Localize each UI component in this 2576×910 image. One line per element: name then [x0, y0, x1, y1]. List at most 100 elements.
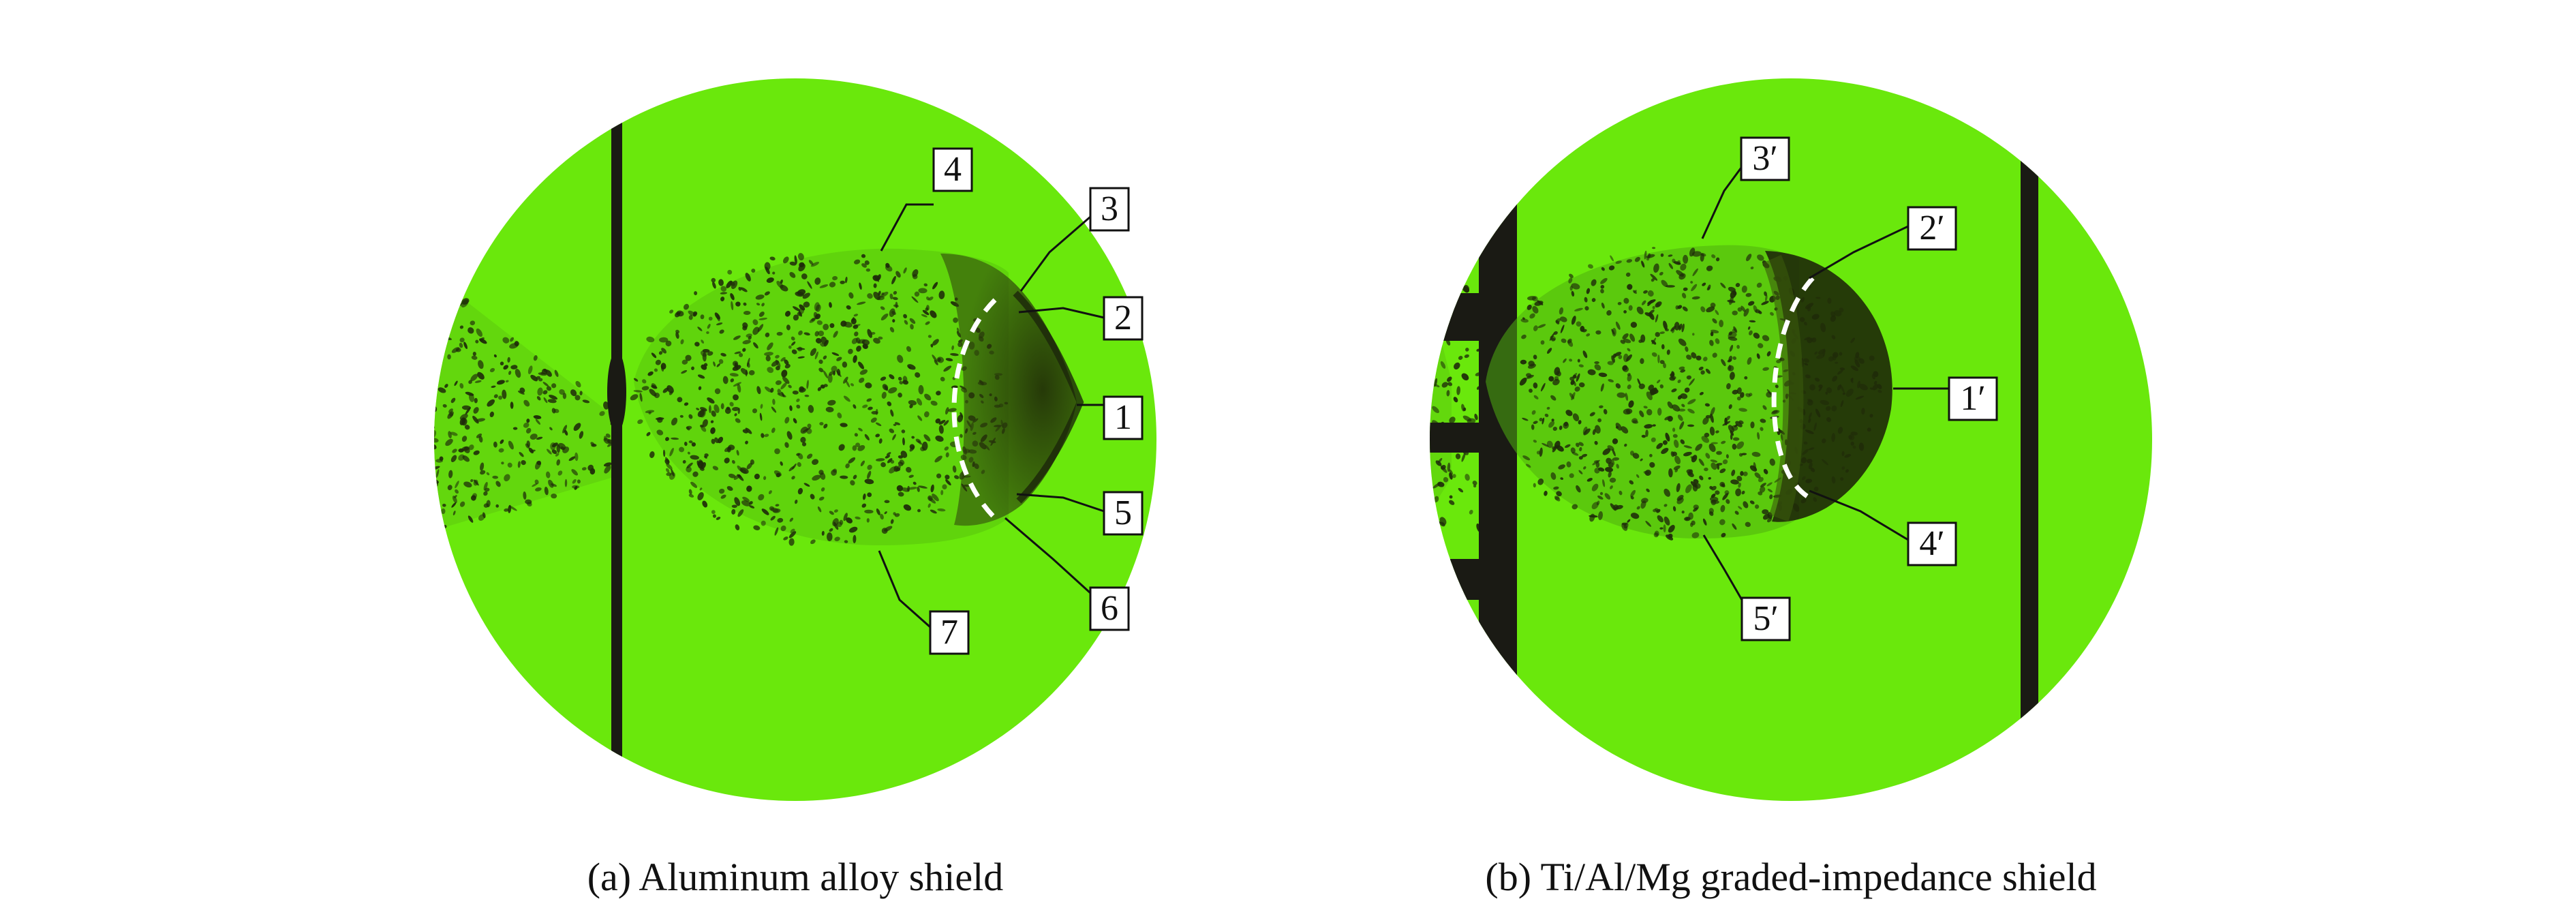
debris-speckle: [1465, 474, 1470, 481]
debris-speckle: [821, 487, 825, 492]
label-text: 7: [940, 613, 958, 652]
debris-speckle: [733, 335, 741, 340]
debris-speckle: [521, 460, 526, 466]
debris-speckle: [864, 434, 870, 440]
debris-speckle: [817, 506, 822, 513]
debris-speckle: [806, 380, 809, 389]
debris-speckle: [1695, 483, 1701, 489]
debris-speckle: [489, 411, 494, 418]
debris-speckle: [444, 309, 448, 313]
debris-speckle: [930, 484, 934, 493]
debris-speckle: [1574, 307, 1583, 312]
debris-speckle: [1600, 277, 1608, 284]
debris-speckle: [874, 275, 880, 282]
debris-speckle: [1692, 333, 1695, 336]
debris-speckle: [871, 410, 878, 415]
debris-speckle: [707, 324, 711, 329]
debris-speckle: [784, 416, 790, 424]
debris-speckle: [1594, 468, 1600, 474]
debris-speckle: [945, 358, 953, 361]
debris-speckle: [564, 429, 568, 436]
debris-speckle: [486, 472, 490, 476]
debris-speckle: [1566, 461, 1571, 468]
debris-speckle: [1672, 427, 1676, 432]
debris-speckle: [1719, 320, 1724, 328]
debris-speckle: [473, 407, 479, 414]
debris-speckle: [455, 481, 459, 489]
debris-speckle: [1584, 297, 1588, 303]
debris-speckle: [1763, 468, 1768, 474]
debris-speckle: [1766, 389, 1772, 395]
debris-speckle: [904, 320, 908, 325]
debris-speckle: [428, 392, 431, 398]
debris-speckle: [1683, 254, 1689, 264]
debris-speckle: [1729, 371, 1735, 380]
debris-speckle: [797, 356, 805, 359]
debris-speckle: [843, 376, 848, 384]
debris-speckle: [862, 404, 868, 408]
debris-speckle: [551, 449, 557, 455]
debris-speckle: [700, 314, 705, 320]
debris-speckle: [1440, 361, 1446, 369]
debris-speckle: [669, 391, 673, 395]
debris-speckle: [679, 446, 685, 453]
debris-speckle: [880, 513, 884, 520]
debris-speckle: [956, 331, 962, 337]
debris-speckle: [712, 282, 716, 289]
debris-speckle: [1533, 440, 1537, 443]
debris-speckle: [767, 342, 773, 350]
debris-speckle: [1626, 259, 1633, 263]
debris-speckle: [1630, 513, 1640, 519]
debris-speckle: [523, 491, 527, 500]
debris-speckle: [735, 301, 741, 307]
debris-speckle: [1528, 361, 1535, 367]
debris-speckle: [699, 467, 705, 471]
debris-speckle: [945, 452, 949, 458]
debris-speckle: [932, 354, 938, 363]
debris-speckle: [1750, 421, 1755, 429]
debris-speckle: [848, 292, 854, 299]
label-text: 1: [1114, 398, 1132, 437]
debris-speckle: [517, 391, 525, 395]
debris-speckle: [951, 345, 954, 350]
debris-speckle: [1672, 506, 1676, 512]
debris-speckle: [1570, 447, 1576, 453]
debris-speckle: [927, 503, 931, 508]
debris-speckle: [777, 393, 786, 397]
debris-speckle: [688, 310, 695, 316]
debris-speckle: [646, 336, 655, 343]
panel-a-labels: 4 3 2 1 5 6 7: [929, 147, 1144, 655]
debris-speckle: [434, 281, 435, 288]
debris-speckle: [1762, 509, 1769, 515]
debris-speckle: [1640, 334, 1646, 343]
debris-speckle: [502, 337, 510, 344]
debris-speckle: [686, 425, 692, 430]
debris-speckle: [1745, 292, 1752, 297]
debris-speckle: [1553, 331, 1558, 335]
debris-speckle: [505, 380, 509, 382]
debris-speckle: [1571, 504, 1578, 510]
debris-speckle: [1710, 413, 1714, 423]
debris-speckle: [1536, 451, 1541, 455]
debris-speckle: [1569, 393, 1575, 399]
debris-speckle: [756, 303, 761, 306]
debris-speckle: [1741, 285, 1747, 293]
panel-a-cloud-speckles: [630, 253, 1009, 546]
debris-speckle: [655, 417, 664, 421]
debris-speckle: [472, 416, 479, 424]
debris-speckle: [791, 336, 795, 341]
debris-speckle: [1582, 426, 1588, 435]
debris-speckle: [896, 485, 904, 491]
debris-speckle: [1574, 386, 1580, 392]
debris-speckle: [1533, 395, 1539, 399]
debris-speckle: [510, 337, 515, 342]
debris-speckle: [797, 289, 806, 296]
debris-speckle: [572, 479, 577, 484]
debris-speckle: [1449, 472, 1453, 480]
debris-speckle: [774, 448, 780, 455]
debris-speckle: [508, 370, 512, 376]
debris-speckle: [768, 490, 772, 495]
debris-speckle: [917, 415, 923, 421]
debris-speckle: [1736, 396, 1741, 401]
debris-speckle: [1612, 438, 1619, 444]
